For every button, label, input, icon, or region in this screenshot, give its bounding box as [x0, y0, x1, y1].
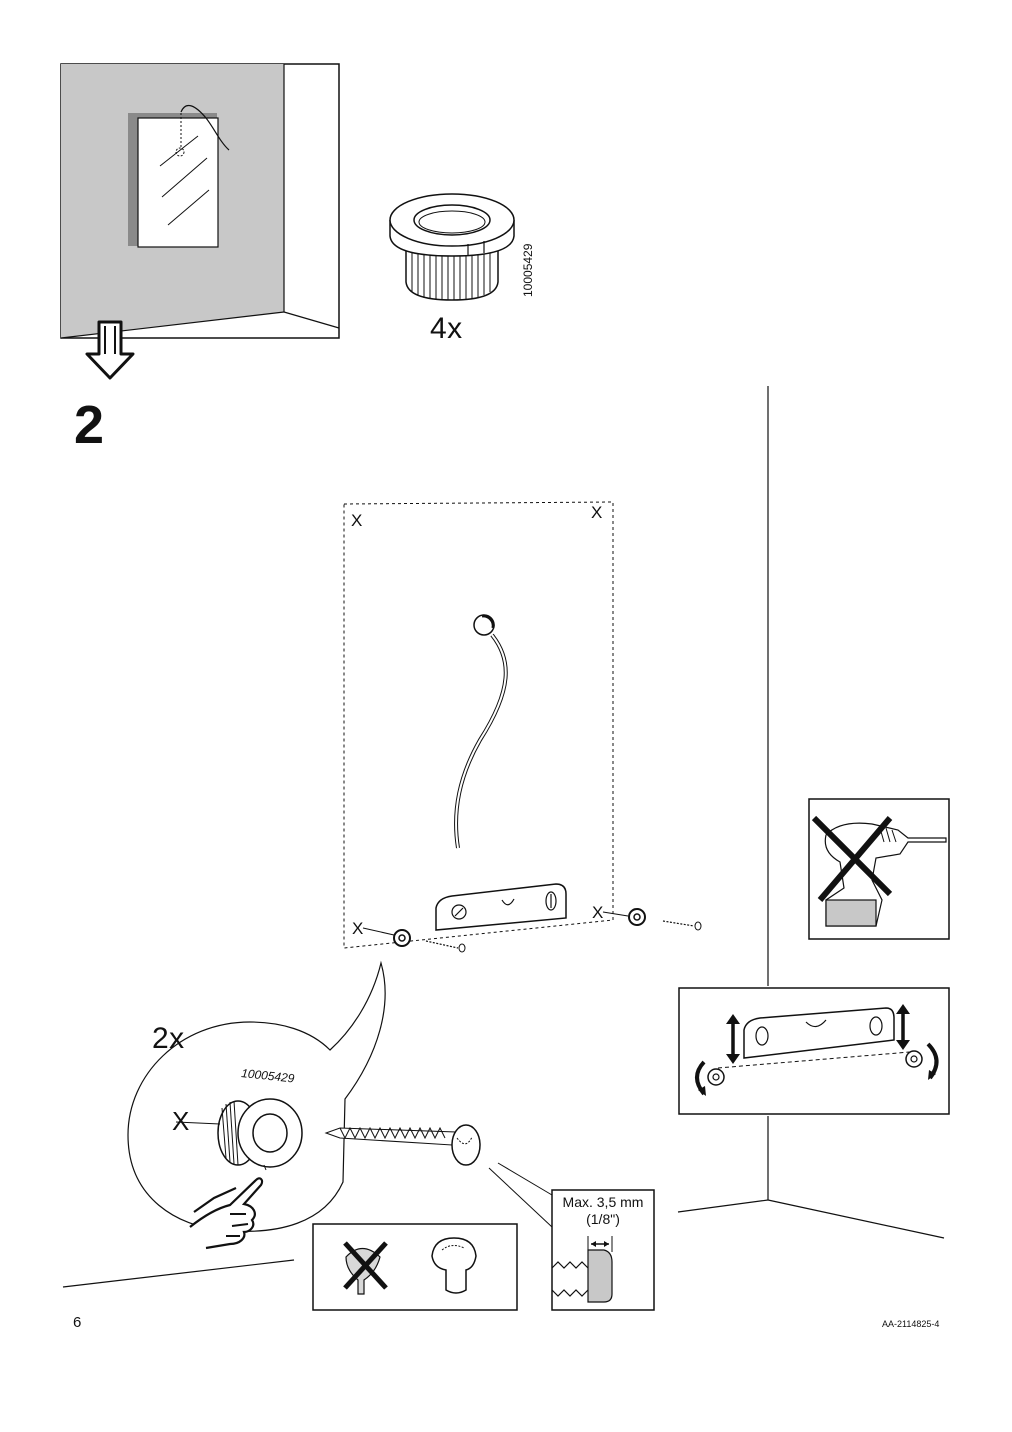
detail-quantity-label: 2x [152, 1022, 185, 1055]
detail-drill-mark: X [172, 1106, 190, 1136]
max-depth-imperial: (1/8") [586, 1210, 620, 1227]
drill-mark-bottom-right: X [592, 903, 604, 922]
drill-mark-top-right: X [591, 503, 603, 522]
document-code: AA-2114825-4 [882, 1319, 940, 1329]
part-quantity-label: 4x [430, 312, 463, 345]
drill-mark-bottom-left: X [352, 919, 364, 938]
step-number: 2 [74, 395, 105, 455]
page-number: 6 [73, 1314, 82, 1331]
max-depth-value: Max. 3,5 mm [562, 1194, 644, 1210]
drill-mark-top-left: X [351, 511, 363, 530]
max-depth-label: Max. 3,5 mm (1/8") [552, 1194, 654, 1228]
